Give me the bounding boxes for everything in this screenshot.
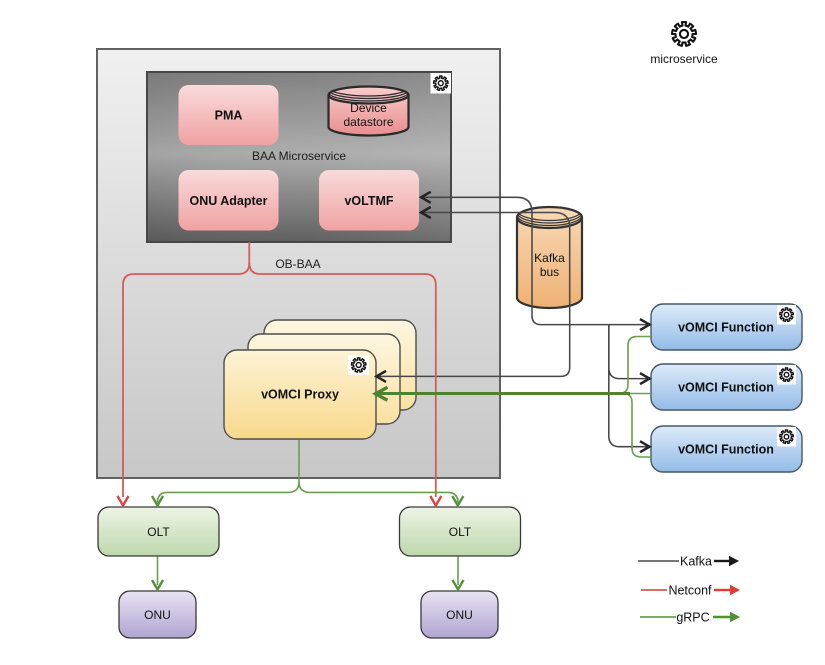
- svg-text:bus: bus: [540, 265, 559, 279]
- svg-text:ONU: ONU: [144, 608, 171, 622]
- svg-text:vOLTMF: vOLTMF: [344, 194, 393, 208]
- svg-text:Kafka: Kafka: [534, 251, 565, 265]
- svg-text:gRPC: gRPC: [676, 611, 709, 625]
- svg-text:vOMCI Function: vOMCI Function: [678, 381, 774, 395]
- svg-text:Netconf: Netconf: [668, 584, 712, 598]
- svg-text:vOMCI Function: vOMCI Function: [678, 443, 774, 457]
- svg-text:vOMCI Proxy: vOMCI Proxy: [261, 388, 339, 402]
- svg-text:ONU Adapter: ONU Adapter: [189, 194, 267, 208]
- svg-text:OLT: OLT: [147, 525, 170, 539]
- svg-text:ONU: ONU: [446, 608, 473, 622]
- svg-text:Device: Device: [350, 101, 387, 115]
- svg-text:datastore: datastore: [343, 115, 393, 129]
- svg-text:microservice: microservice: [650, 52, 718, 66]
- svg-text:PMA: PMA: [215, 109, 243, 123]
- svg-text:OLT: OLT: [449, 525, 472, 539]
- svg-text:vOMCI Function: vOMCI Function: [678, 321, 774, 335]
- svg-text:BAA Microservice: BAA Microservice: [252, 149, 346, 163]
- svg-text:OB-BAA: OB-BAA: [275, 257, 320, 271]
- svg-text:Kafka: Kafka: [680, 555, 712, 569]
